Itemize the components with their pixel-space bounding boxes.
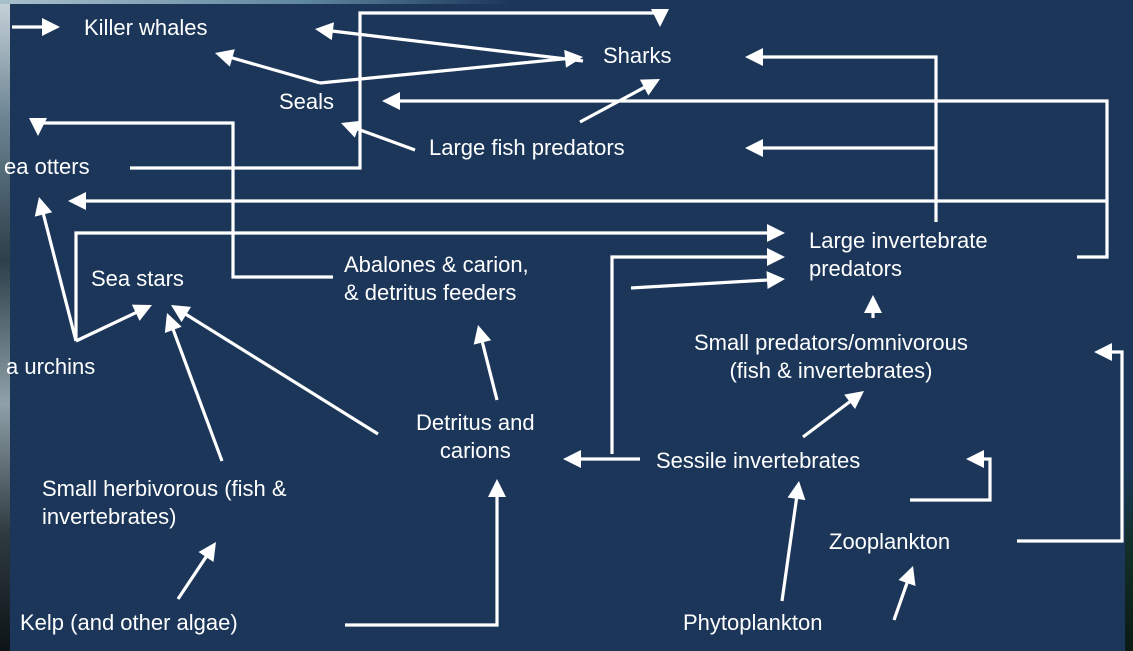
abalones-line-1: Abalones & carion,	[344, 251, 529, 279]
arrow-sessile-invertebrates-to-small-predators-line	[803, 401, 851, 437]
small-predators-line-1: Small predators/omnivorous	[694, 329, 968, 357]
small-predators-line-2: (fish & invertebrates)	[694, 357, 968, 385]
node-small-predators-omnivorous: Small predators/omnivorous (fish & inver…	[694, 329, 968, 385]
arrow-zooplankton-to-sessile-invertebrates-head	[966, 450, 984, 468]
arrow-zooplankton-to-sessile-invertebrates-line	[910, 459, 990, 500]
arrow-kelp-to-detritus-head	[488, 479, 506, 497]
arrow-large-invertebrate-predators-to-large-fish-predators-head	[745, 139, 763, 157]
arrow-large-fish-predators-to-seals-line	[356, 128, 415, 150]
node-sea-urchins: a urchins	[6, 353, 95, 381]
arrow-large-invertebrate-predators-to-sharks-line	[761, 57, 936, 222]
node-sharks: Sharks	[603, 42, 671, 70]
arrow-seals-to-killer-whales-line	[230, 57, 320, 83]
arrow-large-invertebrate-predators-to-seals-head	[382, 92, 400, 110]
arrow-phytoplankton-to-sessile-invertebrates-head	[788, 481, 806, 500]
abalones-line-2: & detritus feeders	[344, 279, 529, 307]
arrow-detritus-to-abalones-head	[474, 325, 491, 345]
arrow-sea-otters-to-sharks-head	[651, 9, 669, 27]
node-abalones-detritus-feeders: Abalones & carion, & detritus feeders	[344, 251, 529, 307]
arrow-small-predators-to-large-invertebrate-predators-head	[864, 295, 882, 313]
arrow-kelp-to-detritus-line	[345, 495, 497, 625]
arrow-large-invertebrate-predators-to-sharks-head	[745, 48, 763, 66]
node-sessile-invertebrates: Sessile invertebrates	[656, 447, 860, 475]
arrow-sessile-invertebrates-to-large-invertebrate-predators-head	[767, 248, 785, 266]
arrow-phytoplankton-to-zooplankton-head	[899, 566, 916, 586]
arrow-abalones-to-sea-otters-head	[29, 118, 47, 136]
arrow-phytoplankton-to-zooplankton-line	[894, 581, 908, 620]
arrow-kelp-to-small-herbivorous-head	[199, 542, 216, 562]
node-seals: Seals	[279, 88, 334, 116]
node-kelp: Kelp (and other algae)	[20, 609, 238, 637]
arrow-detritus-to-sea-stars-line	[185, 313, 378, 434]
arrow-sharks-to-killer-whales-line	[331, 31, 583, 61]
arrow-abalones-to-large-invertebrate-predators-line	[631, 280, 769, 288]
arrow-detritus-to-abalones-line	[482, 341, 497, 400]
large-invertebrate-predators-line-1: Large invertebrate	[809, 227, 988, 255]
small-herbivorous-line-2: invertebrates)	[42, 503, 287, 531]
node-small-herbivorous: Small herbivorous (fish & invertebrates)	[42, 475, 287, 531]
node-killer-whales: Killer whales	[84, 14, 208, 42]
arrow-phytoplankton-to-sessile-invertebrates-line	[782, 497, 797, 601]
small-herbivorous-line-1: Small herbivorous (fish &	[42, 475, 287, 503]
node-large-fish-predators: Large fish predators	[429, 134, 625, 162]
node-detritus-and-carions: Detritus and carions	[416, 409, 535, 465]
arrow-seals-to-sharks-line	[320, 59, 567, 83]
arrow-sea-urchins-to-sea-otters-line	[43, 212, 76, 341]
arrow-seals-to-killer-whales-head	[215, 49, 235, 66]
arrow-sharks-to-killer-whales-head	[315, 22, 334, 40]
node-phytoplankton: Phytoplankton	[683, 609, 822, 637]
detritus-line-1: Detritus and	[416, 409, 535, 437]
node-sea-stars: Sea stars	[91, 265, 184, 293]
arrow-abalones-to-large-invertebrate-predators-head	[767, 271, 785, 289]
large-invertebrate-predators-line-2: predators	[809, 255, 988, 283]
arrow-zooplankton-to-small-predators-head	[1094, 343, 1112, 361]
arrow-large-invertebrate-predators-to-sea-otters-head	[68, 192, 86, 210]
arrow-sessile-invertebrates-to-small-predators-head	[844, 391, 864, 409]
arrow-seals-to-sharks-head	[564, 50, 583, 68]
arrow-sea-urchins-to-large-invertebrate-predators-head	[767, 224, 785, 242]
node-large-invertebrate-predators: Large invertebrate predators	[809, 227, 988, 283]
node-sea-otters: ea otters	[4, 153, 90, 181]
arrow-sessile-invertebrates-to-detritus-head	[563, 450, 581, 468]
node-zooplankton: Zooplankton	[829, 528, 950, 556]
arrow-offscreen-left-to-killer-whales-head	[42, 18, 60, 36]
detritus-line-2: carions	[416, 437, 535, 465]
arrow-sea-urchins-to-sea-otters-head	[35, 197, 52, 217]
arrow-small-herbivorous-to-sea-stars-line	[173, 328, 222, 461]
arrow-kelp-to-small-herbivorous-line	[178, 555, 207, 599]
arrow-sea-urchins-to-sea-stars-line	[76, 312, 138, 341]
arrow-large-fish-predators-to-sharks-line	[580, 87, 646, 122]
arrow-zooplankton-to-small-predators-line	[1017, 352, 1122, 541]
